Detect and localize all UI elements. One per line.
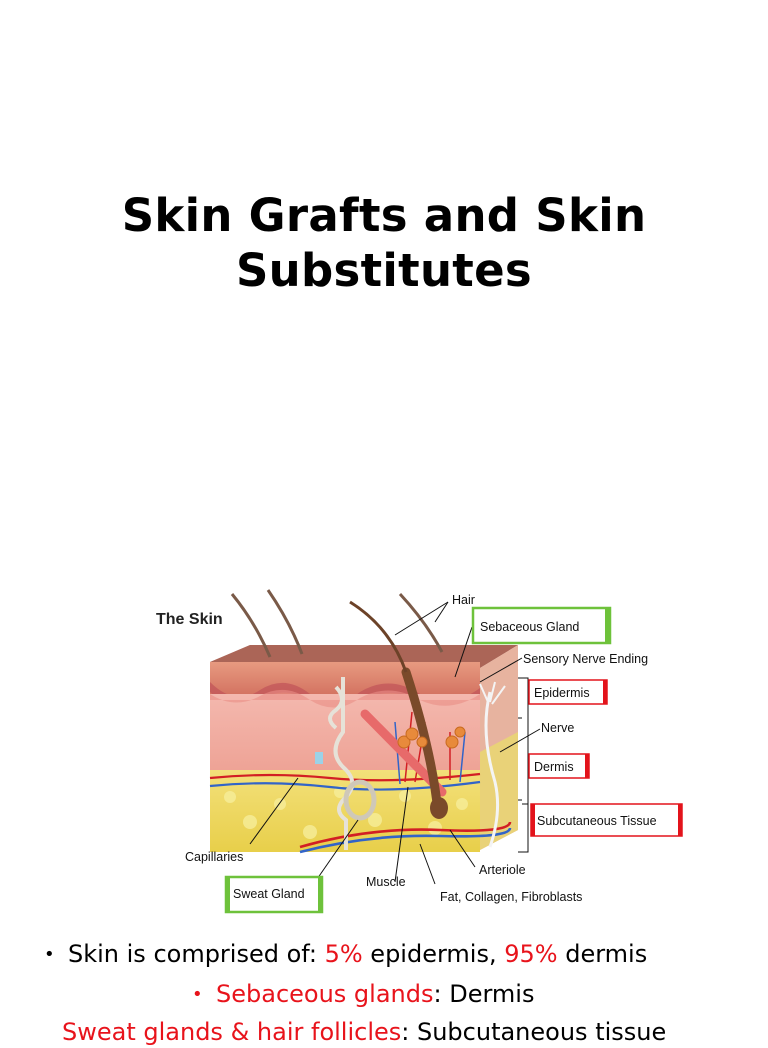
label-sweat-gland: Sweat Gland [233,887,305,901]
bullet-sweat-glands: Sweat glands & hair follicles: Subcutane… [62,1016,666,1048]
bullet-dot: • [44,939,68,971]
bullet-dot: • [192,979,216,1011]
title-line-1: Skin Grafts and Skin [0,188,768,243]
b1-mid: epidermis, [363,940,505,968]
b2-rest: : Dermis [434,980,535,1008]
label-sebaceous-gland: Sebaceous Gland [480,620,579,634]
b1-prefix: Skin is comprised of: [68,940,325,968]
b1-suffix: dermis [558,940,648,968]
skin-diagram-svg: The Skin [150,582,690,917]
bullet-sebaceous-glands: •Sebaceous glands: Dermis [192,978,534,1011]
b1-epidermis-percent: 5% [325,940,363,968]
label-hair: Hair [452,593,475,607]
label-epidermis: Epidermis [534,686,590,700]
label-nerve: Nerve [541,721,574,735]
b3-rest: : Subcutaneous tissue [401,1018,666,1046]
b3-sweat-glands: Sweat glands & hair follicles [62,1018,401,1046]
b2-sebaceous-glands: Sebaceous glands [216,980,434,1008]
label-muscle: Muscle [366,875,406,889]
slide-title: Skin Grafts and Skin Substitutes [0,188,768,298]
label-sensory-nerve-ending: Sensory Nerve Ending [523,652,648,666]
label-subcutaneous-tissue: Subcutaneous Tissue [537,814,657,828]
diagram-heading: The Skin [156,611,223,628]
label-dermis: Dermis [534,760,574,774]
bullet-skin-composition: •Skin is comprised of: 5% epidermis, 95%… [44,938,647,971]
title-line-2: Substitutes [0,243,768,298]
label-fat-collagen-fibroblasts: Fat, Collagen, Fibroblasts [440,890,582,904]
b1-dermis-percent: 95% [504,940,557,968]
skin-diagram: The Skin [150,582,690,917]
label-arteriole: Arteriole [479,863,526,877]
label-capillaries: Capillaries [185,850,243,864]
